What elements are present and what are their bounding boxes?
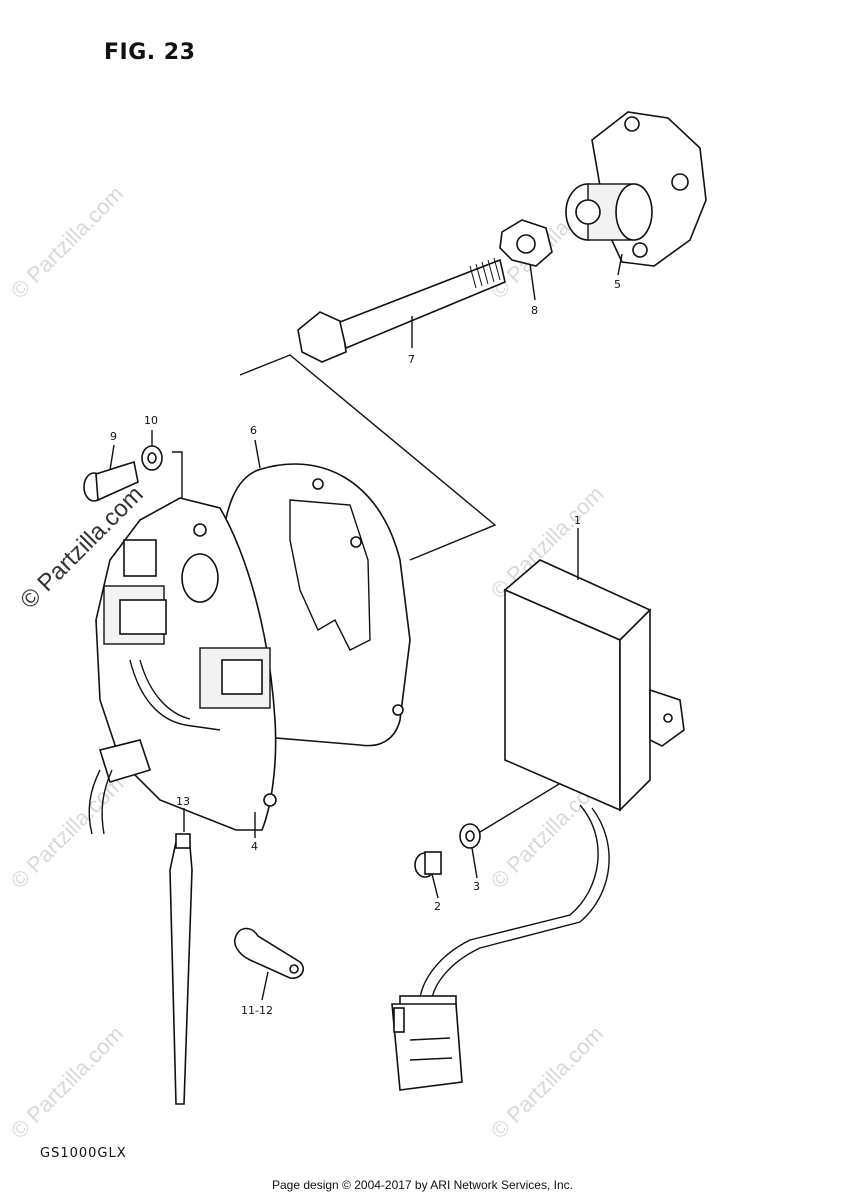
band-part-13 <box>169 833 193 1105</box>
watermark-text: © Partzilla.com <box>6 771 129 894</box>
model-label: GS1000GLX <box>40 1146 127 1161</box>
callout-6: 6 <box>250 424 257 437</box>
pickup-base-part-4 <box>88 497 277 835</box>
leader-lines <box>109 253 623 1001</box>
footer-copyright: Page design © 2004-2017 by ARI Network S… <box>271 1178 573 1192</box>
callout-13: 13 <box>176 795 190 808</box>
washer-part-3 <box>459 823 481 849</box>
callout-7: 7 <box>408 353 415 366</box>
callouts: 7 8 5 6 9 10 1 4 2 3 13 11-12 <box>110 278 621 1017</box>
bolt-part-7 <box>297 257 506 363</box>
nut-part-8 <box>499 219 553 267</box>
connector <box>391 995 463 1091</box>
callout-5: 5 <box>614 278 621 291</box>
governor-part-5 <box>565 111 707 267</box>
callout-8: 8 <box>531 304 538 317</box>
figure-title: FIG. 23 <box>104 40 196 65</box>
callout-11-12: 11-12 <box>241 1004 273 1017</box>
callout-1: 1 <box>574 514 581 527</box>
screw-part-2 <box>414 851 442 878</box>
watermark-text: © Partzilla.com <box>6 181 129 304</box>
watermark-text: © Partzilla.com <box>6 1021 129 1144</box>
igniter-unit-part-1 <box>419 559 685 1001</box>
screw-part-9 <box>83 460 139 502</box>
callout-10: 10 <box>144 414 158 427</box>
callout-4: 4 <box>251 840 258 853</box>
clamp-part-11-12 <box>234 927 305 980</box>
watermark-text: © Partzilla.com <box>486 1021 609 1144</box>
washer-part-10 <box>141 445 163 471</box>
callout-3: 3 <box>473 880 480 893</box>
callout-9: 9 <box>110 430 117 443</box>
callout-2: 2 <box>434 900 441 913</box>
